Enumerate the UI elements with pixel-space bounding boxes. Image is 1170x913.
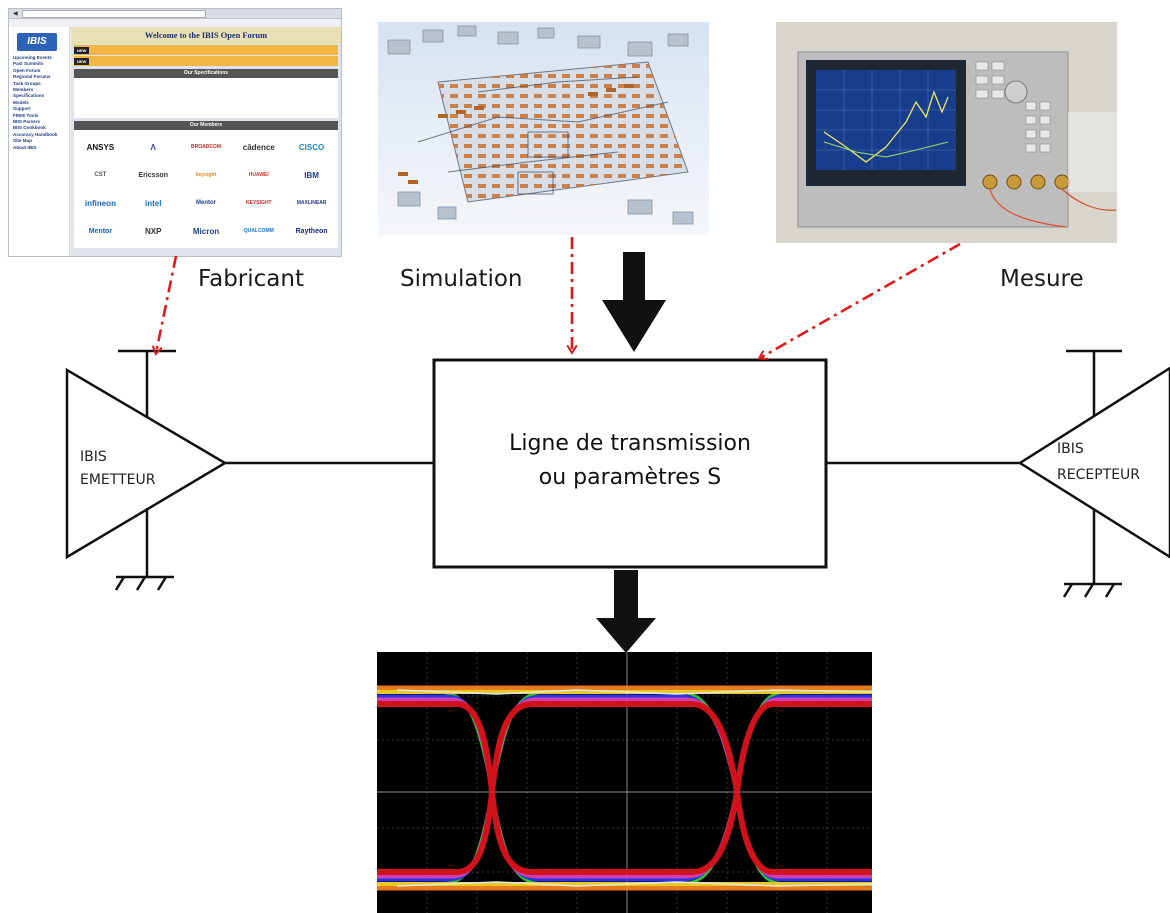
url-bar [21,9,206,18]
nav-item: Accuracy Handbook [13,131,58,137]
news-row: NEW [74,56,338,66]
ibis-welcome-title: Welcome to the IBIS Open Forum [71,27,341,44]
nav-item: About IBIS [13,144,37,150]
red-arrow-fabricant [156,255,178,353]
eye-diagram [377,652,872,913]
ibis-main: Welcome to the IBIS Open Forum NEW NEW O… [71,27,341,256]
simulation-render [387,25,694,225]
browser-toolbar: ◀ [9,9,341,19]
black-arrow-down-bottom [596,570,656,653]
member-logo: Λ [150,142,156,152]
member-logo: infineon [84,198,116,208]
receiver-label: IBIS RECEPTEUR [1057,436,1140,488]
nav-item: Past Summits [13,61,44,67]
caption-mesure: Mesure [1000,266,1084,292]
member-logo: CST [94,172,107,178]
vna-photo [776,22,1117,243]
member-logo: NXP [144,226,162,236]
member-logo: IBM [304,170,319,180]
member-logo: Ericsson [138,171,168,179]
emitter-label-line1: IBIS [80,449,107,465]
simulation-3d-image [378,22,709,235]
nav-item: Task Groups [13,80,41,86]
member-logo: intel [144,198,162,208]
member-logo: CISCO [298,142,325,152]
ibis-website-screenshot: ◀ IBIS Upcoming Events Past Summits Open… [8,8,342,257]
member-logo: Mentor [195,200,216,206]
member-logo: QUALCOMM [243,228,274,234]
emitter-label: IBIS EMETTEUR [80,446,155,492]
member-logo: Raytheon [295,227,328,235]
member-logo: BROADCOM [190,144,221,150]
member-logo: Micron [192,226,220,236]
measurement-instrument-photo [776,22,1117,243]
back-icon: ◀ [13,11,18,17]
nav-item: Open Forum [13,67,41,73]
specs-heading: Our Specifications [74,69,338,78]
member-logo: HUAWEI [248,172,269,178]
caption-simulation: Simulation [400,266,523,292]
center-label-line1: Ligne de transmission [509,431,751,456]
nav-item: Members [13,87,34,93]
nav-item: FREE Tools [13,112,39,118]
red-arrow-mesure [760,242,961,358]
caption-fabricant: Fabricant [198,266,304,292]
member-logo: cādence [242,142,275,152]
member-logo: Mentor [88,227,113,235]
transmission-line-block [432,358,828,569]
black-arrow-down-top [602,252,666,352]
news-row: NEW [74,45,338,55]
member-logo: ANSYS [86,142,115,152]
nav-item: Specifications [13,93,45,99]
ibis-sidebar: IBIS Upcoming Events Past Summits Open F… [9,27,70,256]
receiver-buffer [1017,349,1170,598]
nav-item: Site Map [13,138,32,144]
member-logo: MAXLINEAR [296,200,327,206]
eye-diagram-plot [377,652,872,913]
nav-item: IBIS Cookbook [13,125,46,131]
nav-item: Regional Forums [13,74,51,80]
emitter-buffer [65,349,228,591]
receiver-label-line2: RECEPTEUR [1057,467,1141,483]
members-heading: Our Members [74,121,338,130]
new-tag: NEW [74,57,90,65]
nav-item: IBIS Parsers [13,119,41,125]
ibis-nav: Upcoming Events Past Summits Open Forum … [9,55,69,151]
new-tag: NEW [74,46,90,54]
transmission-line-label: Ligne de transmission ou paramètres S [434,427,826,495]
nav-item: Upcoming Events [13,55,52,60]
center-label-line2: ou paramètres S [538,465,722,490]
nav-item: Models [13,99,29,105]
members-grid: ANSYS Λ BROADCOM cādence CISCO CST Erics… [74,130,338,248]
member-logo: KEYSIGHT [246,200,272,206]
nav-item: Support [13,106,31,112]
ibis-logo: IBIS [17,33,57,51]
receiver-label-line1: IBIS [1057,441,1084,457]
member-logo: keysight [195,172,217,178]
specs-table [74,78,338,118]
emitter-label-line2: EMETTEUR [80,472,156,488]
